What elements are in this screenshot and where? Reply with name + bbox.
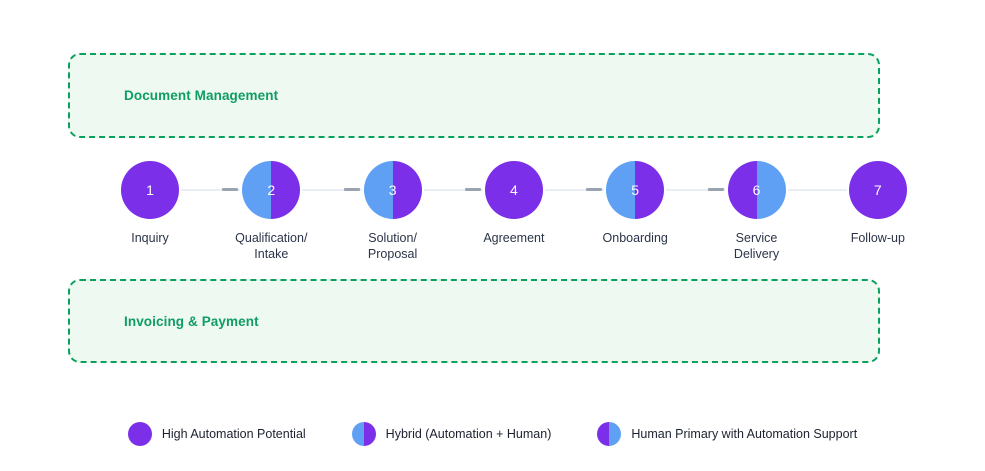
step-circle-right-half: [150, 161, 179, 219]
step-label: Agreement: [483, 231, 545, 245]
step-circle-6[interactable]: 6: [727, 161, 786, 219]
step-label: Service Delivery: [733, 231, 780, 261]
step-number: 4: [509, 182, 518, 198]
step-label: Follow-up: [850, 231, 905, 245]
step-circle-2[interactable]: 2: [242, 161, 301, 219]
connector-arrow-icon: [343, 188, 360, 191]
legend-swatch-icon: [597, 422, 622, 446]
connector-line: [544, 189, 605, 191]
step-label: Solution/ Proposal: [367, 231, 418, 261]
connector-arrow-icon: [464, 188, 481, 191]
step-label: Onboarding: [602, 231, 668, 245]
legend-swatch-right-half: [363, 422, 376, 446]
legend-swatch-icon: [127, 422, 152, 446]
step-number: 6: [752, 182, 761, 198]
step-circle-left-half: [848, 161, 878, 219]
step-circle-right-half: [635, 161, 665, 219]
step-circle-left-half: [484, 161, 514, 219]
legend-item-2[interactable]: Hybrid (Automation + Human): [351, 422, 552, 446]
step-circle-left-half: [363, 161, 393, 219]
legend-swatch-icon: [351, 422, 376, 446]
legend-label: Hybrid (Automation + Human): [385, 427, 552, 441]
legend-label: Human Primary with Automation Support: [631, 427, 858, 441]
band-document-management: Document Management: [68, 53, 880, 138]
legend-swatch-right-half: [609, 422, 622, 446]
legend-item-3[interactable]: Human Primary with Automation Support: [597, 422, 857, 446]
step-circle-5[interactable]: 5: [606, 161, 665, 219]
step-circle-right-half: [513, 161, 543, 219]
step-label: Inquiry: [131, 231, 169, 245]
step-circle-left-half: [242, 161, 272, 219]
connector-line: [666, 189, 726, 191]
step-number: 1: [146, 182, 154, 198]
step-circle-right-half: [392, 161, 422, 219]
legend-item-1[interactable]: High Automation Potential: [127, 422, 306, 446]
band-invoicing-payment: Invoicing & Payment: [68, 279, 880, 363]
connector-line: [423, 189, 483, 191]
legend-swatch-left-half: [127, 422, 140, 446]
step-label: Qualification/ Intake: [235, 231, 308, 261]
legend-swatch-right-half: [139, 422, 152, 446]
legend-label: High Automation Potential: [161, 427, 306, 441]
step-circle-right-half: [877, 161, 907, 219]
legend: High Automation Potential Hybrid (Automat…: [0, 422, 985, 446]
step-number: 5: [631, 182, 640, 198]
connector-line: [302, 189, 362, 191]
step-circle-right-half: [756, 161, 786, 219]
band-invoicing-payment-label: Invoicing & Payment: [124, 313, 259, 329]
band-document-management-label: Document Management: [124, 88, 279, 103]
connector-arrow-icon: [586, 188, 603, 191]
step-number: 7: [873, 182, 882, 198]
connector-line: [181, 189, 241, 191]
step-number: 2: [267, 182, 276, 198]
step-circle-left-half: [606, 161, 636, 219]
step-circle-1[interactable]: 1: [121, 161, 179, 219]
legend-swatch-left-half: [597, 422, 610, 446]
step-circle-4[interactable]: 4: [484, 161, 543, 219]
step-number: 3: [388, 182, 397, 198]
legend-swatch-left-half: [351, 422, 364, 446]
connector-arrow-icon: [707, 188, 724, 191]
step-circle-right-half: [271, 161, 301, 219]
connector-arrow-icon: [222, 188, 239, 191]
step-circle-left-half: [727, 161, 757, 219]
step-circle-3[interactable]: 3: [363, 161, 422, 219]
step-circle-7[interactable]: 7: [848, 161, 907, 219]
connector-line: [787, 189, 818, 191]
step-circle-left-half: [121, 161, 150, 219]
